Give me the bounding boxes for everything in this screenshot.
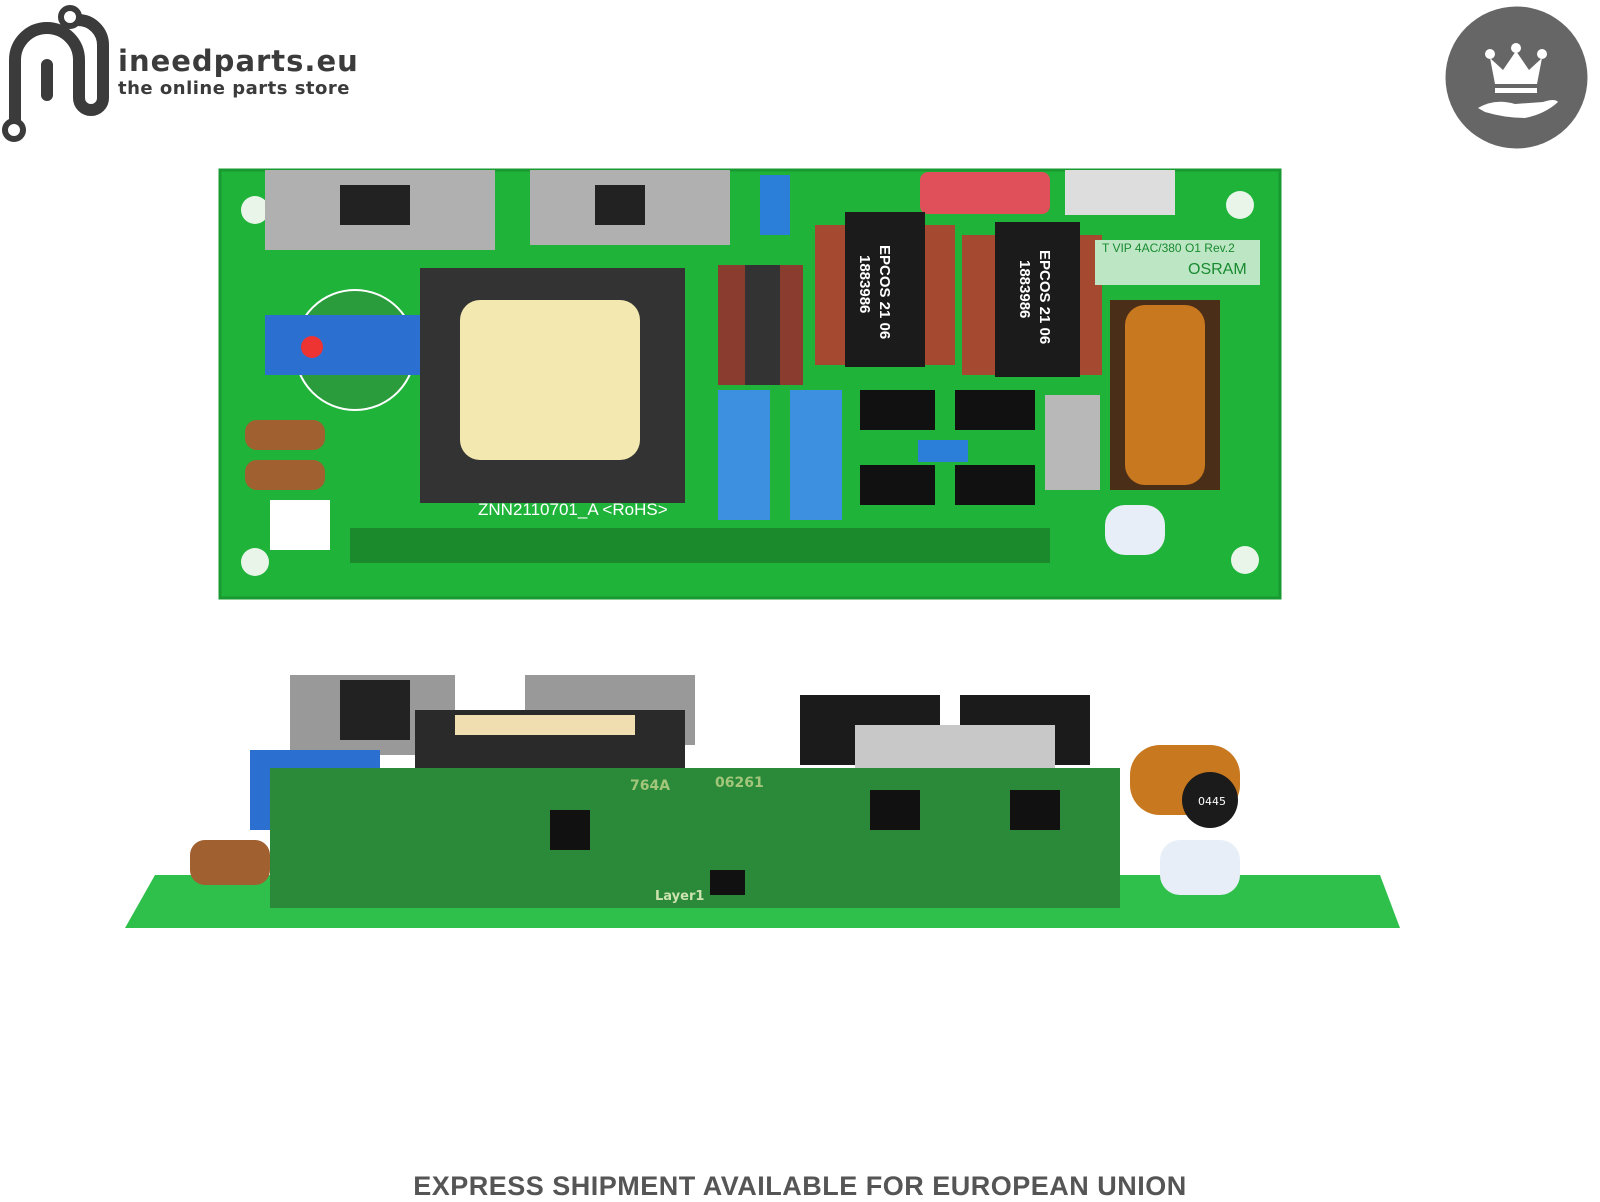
choke-label: 0445 (1198, 795, 1226, 808)
brand-name: ineedparts.eu (118, 44, 359, 78)
layer-label: Layer1 (655, 889, 704, 904)
board-code-1: 764A (630, 778, 670, 794)
pcb-side-view: 0445 764A 06261 Layer1 (125, 675, 1400, 928)
crown-hand-icon (1445, 6, 1588, 149)
logo-mark-icon (2, 5, 109, 142)
product-photo: ZNN2110701_A <RoHS> EPCOS 21 06 1883986 … (125, 168, 1400, 928)
shipping-banner: EXPRESS SHIPMENT AVAILABLE FOR EUROPEAN … (413, 1171, 1187, 1201)
transformer-label-1: EPCOS 21 06 (876, 245, 893, 339)
maker-text: OSRAM (1188, 261, 1247, 278)
pcb-top-view: ZNN2110701_A <RoHS> EPCOS 21 06 1883986 … (218, 168, 1282, 600)
transformer-label-2: EPCOS 21 06 (1036, 250, 1053, 344)
transformer-code-2: 1883986 (1016, 260, 1033, 318)
brand-tagline: the online parts store (118, 78, 350, 99)
silkscreen-text: ZNN2110701_A <RoHS> (478, 500, 668, 519)
model-text: T VIP 4AC/380 O1 Rev.2 (1102, 241, 1235, 255)
board-code-2: 06261 (715, 775, 764, 791)
logo: ineedparts.eu the online parts store (0, 0, 370, 150)
transformer-code-1: 1883986 (856, 255, 873, 313)
